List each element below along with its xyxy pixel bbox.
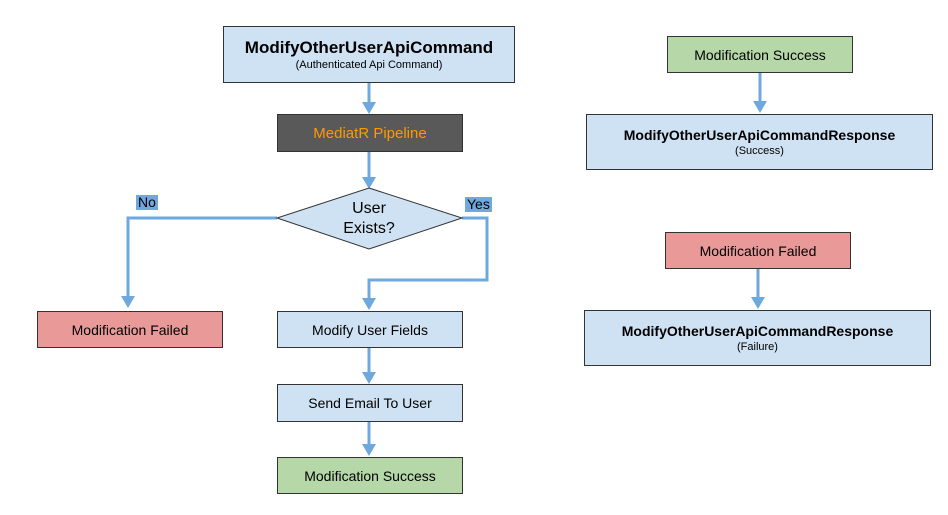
left-failed-label: Modification Failed — [71, 321, 189, 338]
right-success-box: Modification Success — [667, 36, 853, 73]
no-branch-label: No — [136, 194, 158, 210]
failure-response-box: ModifyOtherUserApiCommandResponse (Failu… — [584, 310, 931, 366]
success-response-subtitle: (Success) — [735, 145, 784, 157]
right-failed-box: Modification Failed — [665, 232, 851, 269]
left-success-box: Modification Success — [277, 457, 463, 494]
pipeline-label: MediatR Pipeline — [313, 124, 427, 142]
failure-response-title: ModifyOtherUserApiCommandResponse — [621, 323, 894, 339]
yes-branch-label: Yes — [465, 196, 492, 212]
decision-line-2: Exists? — [343, 220, 395, 237]
success-response-box: ModifyOtherUserApiCommandResponse (Succe… — [586, 114, 933, 170]
command-title: ModifyOtherUserApiCommand — [244, 37, 494, 57]
right-failed-label: Modification Failed — [699, 242, 817, 259]
decision-diamond — [275, 187, 464, 250]
arrow-yes-branch — [367, 216, 489, 302]
decision-label: User Exists? — [319, 199, 419, 239]
modify-fields-box: Modify User Fields — [277, 311, 463, 348]
left-success-label: Modification Success — [304, 467, 436, 484]
command-box: ModifyOtherUserApiCommand (Authenticated… — [223, 26, 515, 83]
decision-line-1: User — [352, 200, 386, 217]
left-failed-box: Modification Failed — [37, 311, 223, 348]
arrow-no-branch — [126, 216, 277, 300]
success-response-title: ModifyOtherUserApiCommandResponse — [623, 127, 896, 143]
send-email-label: Send Email To User — [308, 395, 432, 411]
pipeline-box: MediatR Pipeline — [277, 114, 463, 152]
right-success-label: Modification Success — [694, 46, 826, 63]
modify-fields-label: Modify User Fields — [312, 321, 428, 338]
send-email-box: Send Email To User — [277, 384, 463, 422]
command-subtitle: (Authenticated Api Command) — [295, 58, 443, 71]
failure-response-subtitle: (Failure) — [737, 341, 778, 353]
